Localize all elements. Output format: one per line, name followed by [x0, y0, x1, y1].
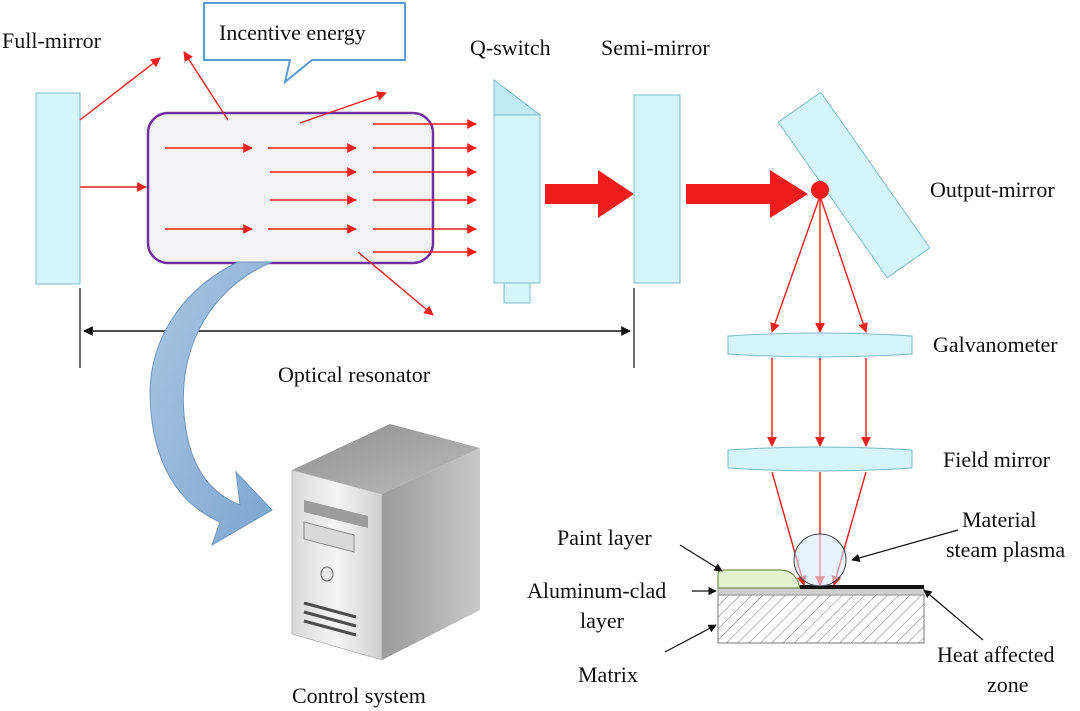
output-mirror [777, 91, 931, 279]
workpiece-leaders [664, 529, 984, 653]
matrix-layer [717, 594, 925, 644]
incentive-energy-label: Incentive energy [219, 20, 366, 45]
q-switch-label: Q-switch [470, 35, 551, 60]
galvanometer-lens [727, 332, 913, 358]
laser-rays-down-2 [767, 358, 871, 447]
curved-arrow-icon [149, 261, 273, 547]
heat-affected-zone [800, 585, 924, 589]
control-system-label: Control system [292, 683, 426, 708]
semi-mirror [633, 94, 681, 284]
aluminum-clad-label-2: layer [580, 608, 625, 633]
aluminum-clad-label-1: Aluminum-clad [527, 578, 666, 603]
matrix-label: Matrix [578, 662, 638, 687]
full-mirror [35, 92, 81, 285]
gain-medium-box [146, 111, 435, 265]
laser-rays-down-1 [770, 195, 868, 333]
steam-plasma-bubble [793, 533, 847, 587]
optical-resonator-label: Optical resonator [278, 362, 431, 387]
workpiece-cross-section [717, 533, 925, 644]
aluminum-clad-layer [717, 587, 925, 596]
semi-mirror-label: Semi-mirror [601, 35, 710, 60]
full-mirror-label: Full-mirror [2, 28, 102, 53]
output-mirror-label: Output-mirror [930, 177, 1055, 202]
computer-tower-icon [291, 424, 480, 661]
thick-laser-beam-1 [545, 170, 634, 218]
galvanometer-label: Galvanometer [933, 332, 1058, 357]
reflection-point [811, 181, 829, 199]
field-mirror-lens [727, 446, 913, 472]
material-label-2: steam plasma [946, 537, 1065, 562]
material-label-1: Material [962, 507, 1037, 532]
field-mirror-label: Field mirror [943, 447, 1051, 472]
paint-layer-label: Paint layer [557, 525, 652, 550]
thick-laser-beam-2 [686, 170, 808, 218]
heat-affected-label-2: zone [987, 672, 1029, 697]
laser-rays-thin [79, 51, 477, 316]
incentive-energy-callout [203, 2, 406, 85]
q-switch [493, 78, 542, 304]
heat-affected-label-1: Heat affected [937, 642, 1054, 667]
paint-layer [717, 569, 801, 589]
